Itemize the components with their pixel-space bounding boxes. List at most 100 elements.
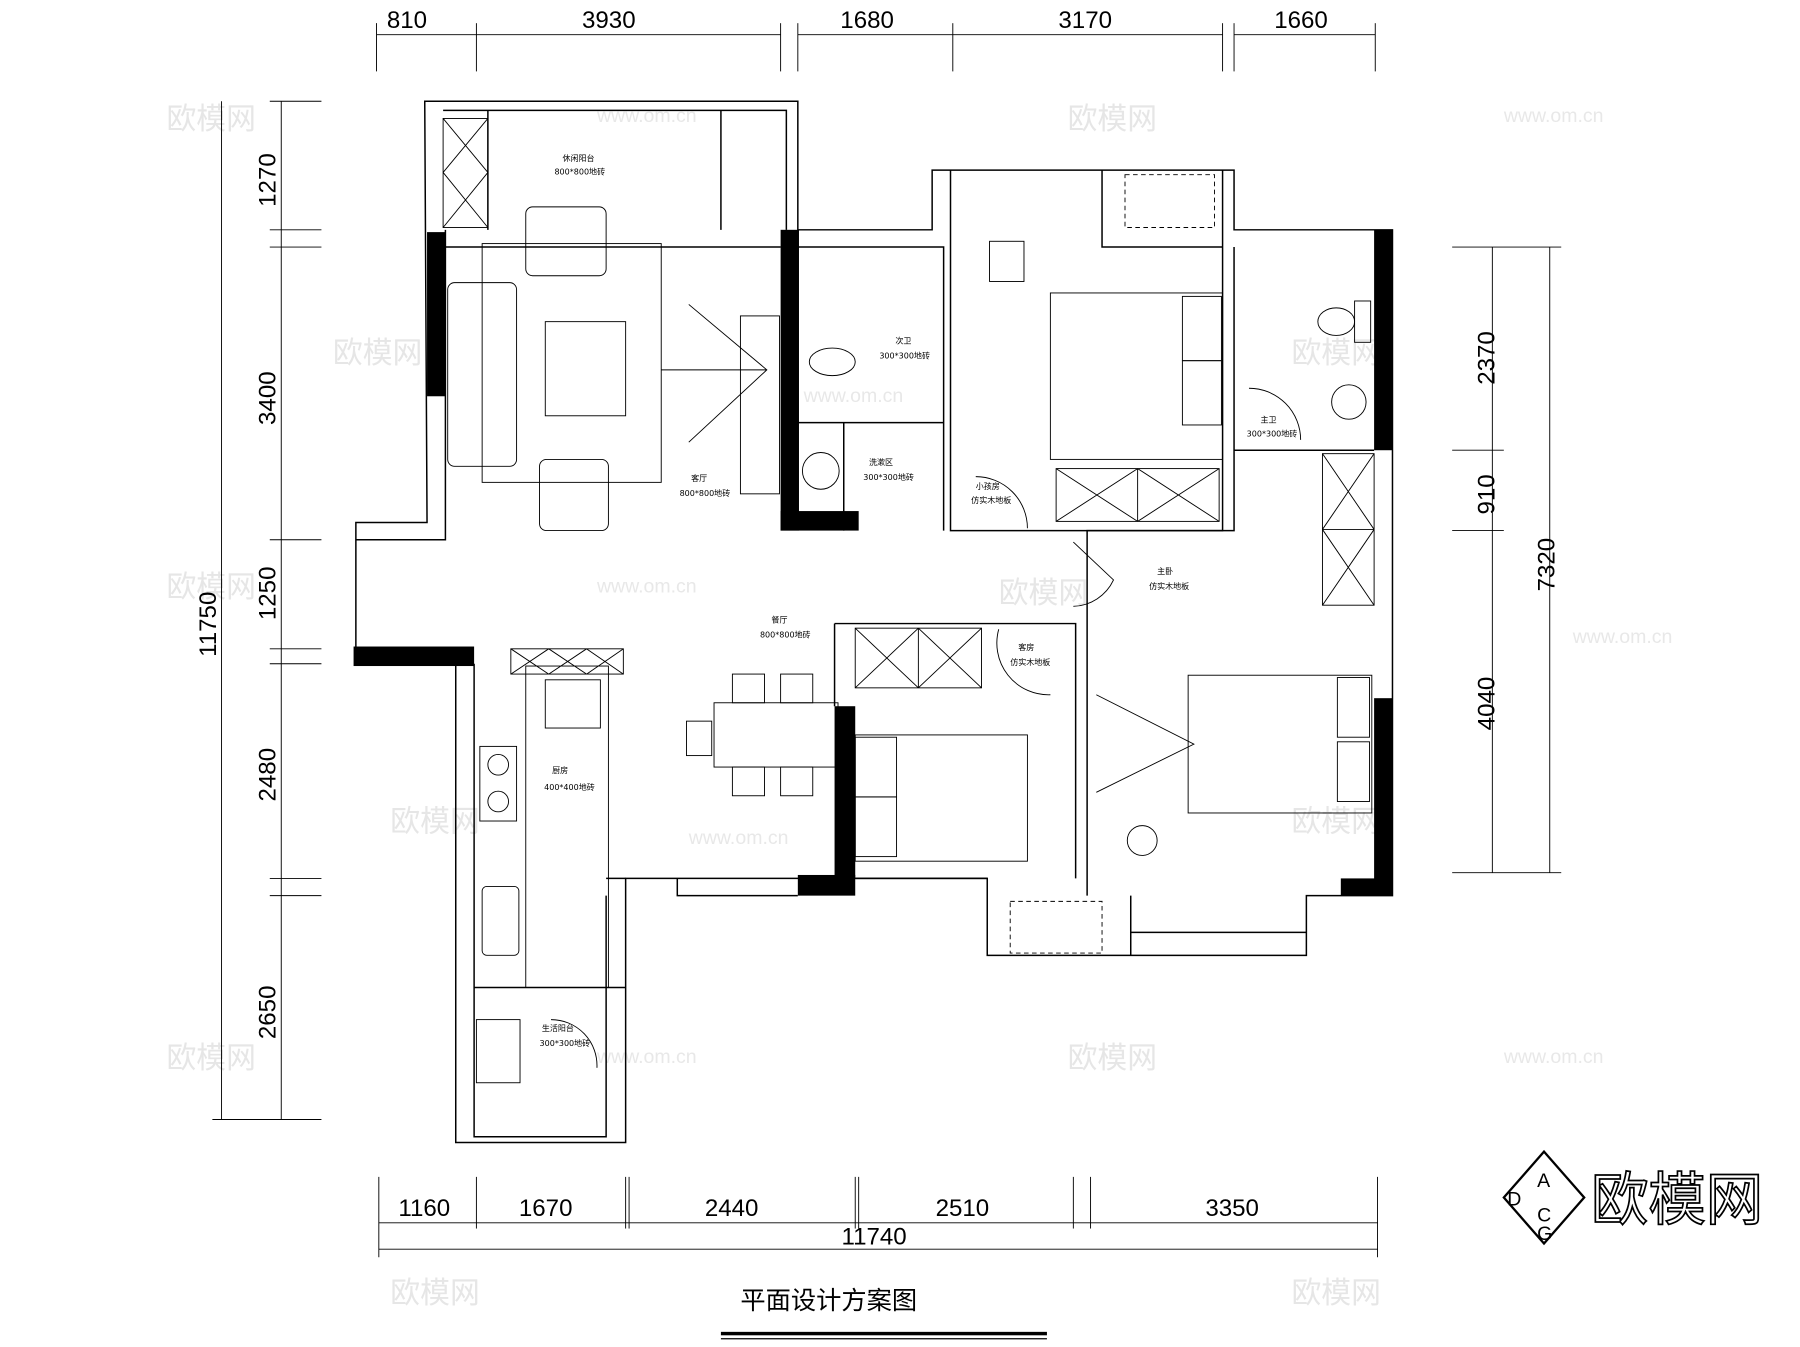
armchair xyxy=(539,458,609,532)
label-wash-area-floor: 300*300地砖 xyxy=(863,472,914,482)
left-dimensions: 1270 3400 1250 2480 2650 11750 xyxy=(195,153,282,1039)
dim-bottom-total: 11740 xyxy=(841,1224,906,1251)
watermark: 欧模网 xyxy=(390,804,479,839)
bed xyxy=(1049,292,1224,460)
watermark-url: www.om.cn xyxy=(803,385,904,407)
dim-left: 1270 xyxy=(255,153,282,207)
label-master-bath-floor: 300*300地砖 xyxy=(1247,428,1298,438)
label-guest-room-floor: 仿实木地板 xyxy=(1010,657,1050,667)
label-utility-balcony-floor: 300*300地砖 xyxy=(540,1038,591,1048)
basin xyxy=(801,452,840,490)
wardrobe-cross-boxes xyxy=(442,118,1375,689)
dim-bottom: 1670 xyxy=(519,1195,573,1222)
right-dimensions: 2370 910 4040 7320 xyxy=(1474,331,1561,730)
stove xyxy=(479,745,518,822)
label-kids-room-floor: 仿实木地板 xyxy=(971,495,1011,505)
dim-right-total: 7320 xyxy=(1533,538,1560,592)
label-second-bath-floor: 300*300地砖 xyxy=(879,350,930,360)
dimension-lines xyxy=(212,23,1562,1258)
label-kitchen: 厨房 xyxy=(552,765,568,775)
dining-table xyxy=(713,702,839,768)
label-living-room: 客厅 xyxy=(691,473,707,483)
bottom-dimensions: 1160 1670 2440 2510 3350 11740 xyxy=(398,1195,1259,1251)
logo-letter: C xyxy=(1537,1205,1551,1227)
bed xyxy=(1187,674,1373,814)
watermark: 欧模网 xyxy=(1291,1276,1380,1311)
dim-top: 3930 xyxy=(582,7,636,34)
dim-top: 3170 xyxy=(1058,7,1112,34)
watermark: 欧模网 xyxy=(166,1041,255,1076)
dim-left-total: 11750 xyxy=(195,592,222,657)
armchair xyxy=(525,206,607,277)
dim-right: 2370 xyxy=(1474,331,1501,385)
label-master-bedroom: 主卧 xyxy=(1157,566,1173,576)
dim-right: 4040 xyxy=(1474,677,1501,731)
logo-letter: D xyxy=(1507,1189,1521,1211)
watermark-url: www.om.cn xyxy=(596,105,697,127)
watermark: 欧模网 xyxy=(390,1276,479,1311)
watermark-url: www.om.cn xyxy=(596,576,697,598)
watermark: 欧模网 xyxy=(1291,804,1380,839)
tv-cabinet xyxy=(739,315,780,495)
dim-bottom: 2440 xyxy=(705,1195,759,1222)
label-master-bedroom-floor: 仿实木地板 xyxy=(1149,581,1189,591)
title-underline xyxy=(720,1331,1047,1336)
dim-top: 1660 xyxy=(1274,7,1328,34)
watermark-url: www.om.cn xyxy=(1572,626,1673,648)
label-kids-room: 小孩房 xyxy=(976,481,1000,491)
watermark: 欧模网 xyxy=(999,576,1088,611)
walls xyxy=(353,100,1394,1144)
logo: A D C G 欧模网 xyxy=(1502,1149,1764,1246)
washer xyxy=(475,1019,521,1084)
sofa xyxy=(447,282,518,467)
watermark: 欧模网 xyxy=(166,102,255,137)
drawing-title: 平面设计方案图 xyxy=(740,1286,917,1315)
basin xyxy=(1331,384,1367,420)
dim-top: 1680 xyxy=(840,7,894,34)
top-dimensions: 810 3930 1680 3170 1660 xyxy=(387,7,1328,34)
label-wash-area: 洗漱区 xyxy=(869,457,893,467)
watermark: 欧模网 xyxy=(1291,336,1380,371)
watermark: 欧模网 xyxy=(1068,1041,1157,1076)
dim-right: 910 xyxy=(1474,474,1501,514)
label-leisure-balcony-floor: 800*800地砖 xyxy=(554,167,605,177)
label-living-room-floor: 800*800地砖 xyxy=(680,488,731,498)
dim-bottom: 2510 xyxy=(936,1195,990,1222)
logo-letter: G xyxy=(1537,1223,1552,1245)
watermark-url: www.om.cn xyxy=(688,827,789,849)
label-master-bath: 主卫 xyxy=(1260,415,1276,425)
dim-left: 2650 xyxy=(255,986,282,1040)
label-leisure-balcony: 休闲阳台 xyxy=(563,153,595,163)
squat-toilet xyxy=(808,347,856,377)
furniture xyxy=(442,118,1375,1084)
room-labels: 休闲阳台 800*800地砖 客厅 800*800地砖 次卫 300*300地砖… xyxy=(540,153,1298,1048)
watermark: 欧模网 xyxy=(1068,102,1157,137)
label-dining-room-floor: 800*800地砖 xyxy=(760,629,811,639)
label-kitchen-floor: 400*400地砖 xyxy=(544,782,595,792)
desk xyxy=(989,240,1025,282)
fridge xyxy=(544,679,601,729)
rug xyxy=(481,243,662,483)
watermark-url: www.om.cn xyxy=(596,1046,697,1068)
coffee-table xyxy=(544,321,627,417)
shower xyxy=(1009,900,1103,954)
shower xyxy=(1124,174,1216,228)
dim-left: 3400 xyxy=(255,371,282,425)
watermark: 欧模网 xyxy=(333,336,422,371)
dim-top: 810 xyxy=(387,7,427,34)
watermark-url: www.om.cn xyxy=(1503,1046,1604,1068)
watermark-url: www.om.cn xyxy=(1503,105,1604,127)
dim-left: 1250 xyxy=(255,567,282,621)
dim-bottom: 1160 xyxy=(398,1195,450,1222)
label-dining-room: 餐厅 xyxy=(771,615,787,624)
logo-letter: A xyxy=(1537,1170,1550,1192)
dim-left: 2480 xyxy=(255,748,282,802)
label-guest-room: 客房 xyxy=(1018,642,1034,652)
label-utility-balcony: 生活阳台 xyxy=(542,1023,574,1033)
sink xyxy=(481,885,520,956)
dim-bottom: 3350 xyxy=(1205,1195,1259,1222)
label-second-bath: 次卫 xyxy=(895,335,911,345)
logo-text: 欧模网 xyxy=(1591,1166,1763,1233)
watermark: 欧模网 xyxy=(166,570,255,605)
